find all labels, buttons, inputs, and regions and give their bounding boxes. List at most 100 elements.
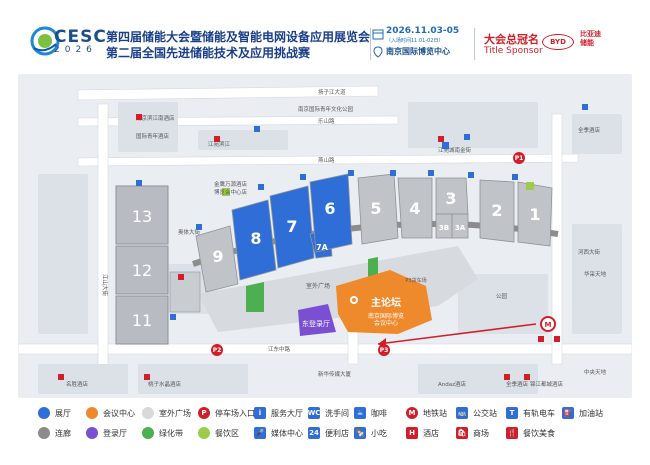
legend-swatch-icon: 🍢 (354, 427, 366, 439)
hall-10 (169, 271, 201, 313)
parking-p3-icon (378, 344, 390, 356)
legend-label: 便利店 (325, 428, 349, 438)
hall-9 (195, 225, 239, 293)
legend-label: 媒体中心 (271, 428, 303, 438)
svg-text:7: 7 (286, 217, 297, 236)
svg-text:2: 2 (491, 201, 502, 220)
hall-2 (479, 179, 515, 243)
svg-text:9: 9 (212, 247, 223, 266)
hall-labels-left: 13 12 11 (132, 207, 152, 330)
toilet-icon (258, 184, 264, 190)
legend-label: 绿化带 (159, 428, 183, 438)
legend-label: 室外广场 (159, 408, 191, 418)
toilet-icon (512, 174, 518, 180)
legend-item: 会议中心 (86, 407, 135, 419)
sponsor-title: 大会总冠名 (484, 33, 539, 46)
hall-11 (115, 295, 169, 345)
svg-text:5: 5 (370, 199, 381, 218)
legend-item: 展厅 (38, 407, 71, 419)
toilet-icon (348, 170, 354, 176)
svg-text:12: 12 (132, 261, 152, 280)
hall-5 (357, 173, 399, 245)
svg-text:7A: 7A (316, 243, 329, 252)
parking-markers: P1 P2 P3 (211, 152, 525, 356)
road-jiangdong (18, 343, 632, 355)
legend-item: 🍴餐饮美食 (506, 427, 555, 439)
legend-item: ☕咖啡 (354, 407, 387, 419)
bottom-left-hotel-1: 名胜酒店 (66, 380, 89, 388)
road-jiangshan (97, 103, 109, 385)
hotel-icon (524, 374, 530, 380)
legend-item: 连廊 (38, 427, 71, 439)
svg-text:1: 1 (529, 205, 540, 224)
toilet-icon (428, 170, 434, 176)
outdoor-square-label: 室外广场 (306, 282, 330, 290)
toilet-icon (170, 314, 176, 320)
logo-year: 2026 (54, 45, 97, 55)
hall-3A (451, 213, 469, 239)
svg-text:3: 3 (445, 189, 456, 208)
hall-4 (397, 177, 433, 239)
info-icon (254, 126, 260, 132)
divider (370, 28, 371, 60)
legend-item: 🎤 媒体中心 (254, 427, 303, 439)
legend-label: 加油站 (579, 408, 603, 418)
hall-7 (269, 185, 315, 269)
legend-label: 商场 (473, 428, 489, 438)
legend-swatch-icon: 🍴 (506, 427, 518, 439)
legend-swatch-icon: H (406, 427, 418, 439)
legend-swatch-icon (142, 407, 154, 419)
legend-item: i 服务大厅 (254, 407, 303, 419)
legend-item: 🚌公交站 (456, 407, 497, 419)
legend-swatch-icon: ☕ (354, 407, 366, 419)
svg-text:3A: 3A (455, 224, 466, 232)
svg-text:P2: P2 (213, 347, 222, 354)
halls-left (115, 185, 169, 345)
legend-swatch-icon (86, 427, 98, 439)
jiangyuan-label: 江苑滨江 (208, 140, 231, 148)
hall-13 (115, 185, 169, 245)
legend-item: ⛽ 加油站 (562, 407, 603, 419)
legend-swatch-icon: i (254, 407, 266, 419)
food-icon (214, 136, 220, 142)
toilet-icon (468, 172, 474, 178)
legend-label: 登录厅 (103, 428, 127, 438)
legend-label: 连廊 (55, 428, 71, 438)
hall-8 (231, 199, 277, 281)
p3-cargo-label: P3货车场 (405, 277, 426, 284)
service-icons (58, 104, 588, 380)
bus-icon (464, 134, 470, 140)
legend-swatch-icon (38, 427, 50, 439)
legend-label: 洗手间 (325, 408, 349, 418)
event-venue: 南京国际博览中心 (386, 47, 450, 56)
legend-label: 停车场入口 (215, 408, 255, 418)
legend-swatch-icon: 24 (308, 427, 320, 439)
sponsor-name: 比亚迪储能 (580, 30, 601, 47)
header: CESC 2026 第四届储能大会暨储能及智能电网设备应用展览会 第二届全国先进… (0, 0, 650, 66)
road-yangzijiang (77, 85, 379, 101)
main-forum-building (336, 270, 432, 334)
quanji-label: 全季酒店 (578, 126, 601, 134)
byd-logo: BYD (542, 34, 574, 50)
bus-icon (582, 104, 588, 110)
legend-label: 酒店 (423, 428, 439, 438)
sponsor-subtitle: Title Sponsor (484, 46, 543, 56)
legend-label: 会议中心 (103, 408, 135, 418)
legend-label: 服务大厅 (271, 408, 303, 418)
toilet-icon (136, 180, 142, 186)
legend-swatch-icon: M (406, 407, 418, 419)
hotel-center-label: 金鹰万源酒店 (214, 180, 248, 188)
parking-p1-icon (513, 152, 525, 164)
road-label-leshan: 乐山路 (318, 117, 335, 125)
legend-swatch-icon: ⛽ (562, 407, 574, 419)
north-gate-label: 江苑城南金街 (438, 146, 472, 154)
hall-1 (517, 181, 553, 247)
venue-map: 13 12 11 9 8 7 7A 6 5 4 3 3B 3A 2 1 (18, 74, 632, 398)
legend-swatch-icon: 🎤 (254, 427, 266, 439)
hotel-label-2: 国际青年酒店 (136, 132, 170, 140)
toilet-icon (300, 174, 306, 180)
